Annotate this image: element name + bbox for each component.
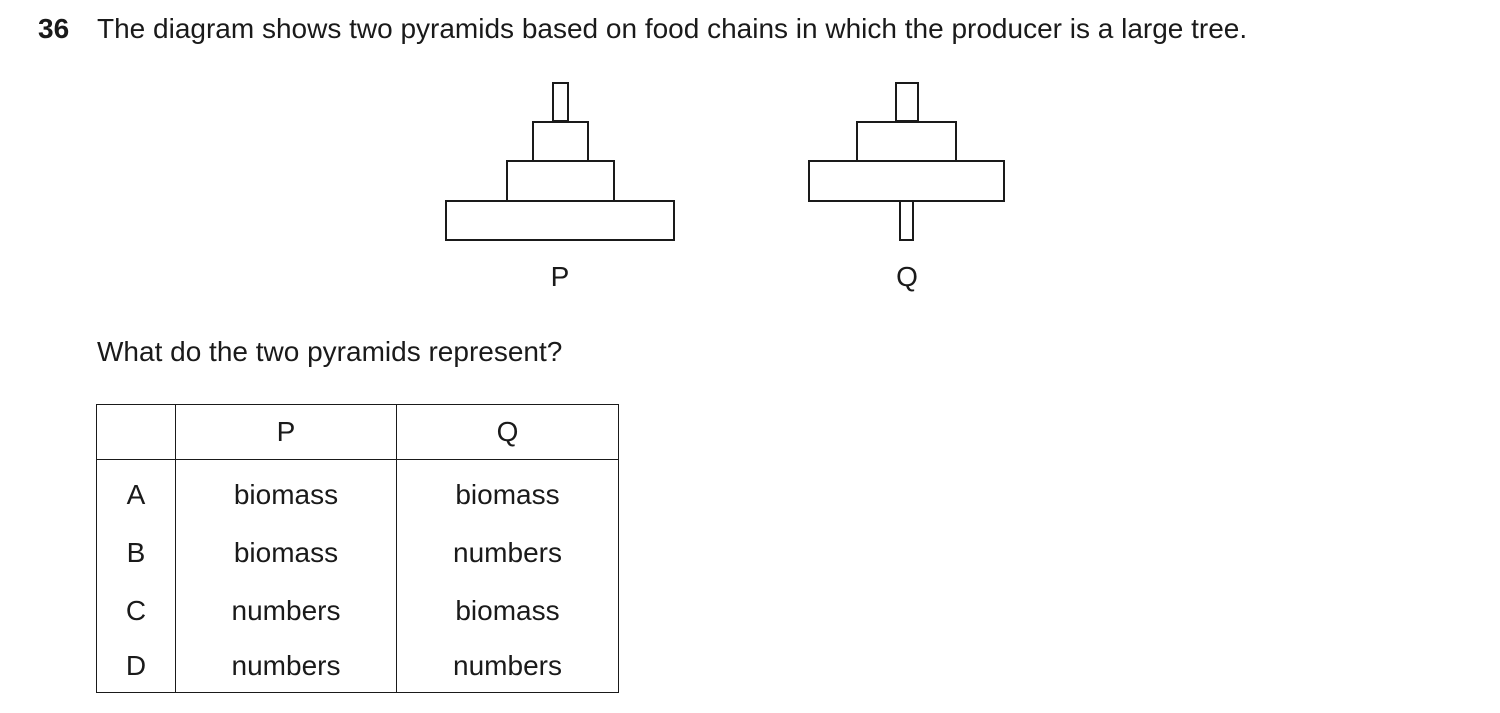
pyramid-p-level-2 bbox=[506, 160, 615, 202]
header-cell-p: P bbox=[175, 404, 397, 460]
table-header-row: P Q bbox=[96, 404, 619, 460]
option-p-value: numbers bbox=[175, 582, 397, 640]
option-q-value: biomass bbox=[396, 582, 619, 640]
pyramid-p-level-3 bbox=[532, 121, 589, 162]
pyramid-p bbox=[445, 82, 675, 241]
pyramid-q-level-3 bbox=[856, 121, 957, 162]
pyramid-p-level-1 bbox=[445, 200, 675, 241]
pyramid-q-label: Q bbox=[896, 261, 918, 292]
pyramid-q-level-4 bbox=[895, 82, 919, 122]
pyramid-q bbox=[808, 82, 1005, 241]
option-letter: C bbox=[96, 582, 176, 640]
option-letter: B bbox=[96, 524, 176, 582]
table-row-a[interactable]: A biomass biomass bbox=[96, 459, 619, 524]
question-number: 36 bbox=[38, 13, 70, 44]
pyramid-p-label: P bbox=[550, 261, 570, 292]
table-row-c[interactable]: C numbers biomass bbox=[96, 582, 619, 640]
pyramid-diagram bbox=[445, 82, 1005, 241]
option-p-value: biomass bbox=[175, 459, 397, 524]
question-stem: The diagram shows two pyramids based on … bbox=[97, 13, 1248, 44]
option-p-value: numbers bbox=[175, 640, 397, 693]
header-cell-q: Q bbox=[396, 404, 619, 460]
option-q-value: numbers bbox=[396, 524, 619, 582]
answer-table: P Q A biomass biomass B biomass numbers … bbox=[96, 404, 619, 693]
pyramid-q-level-2 bbox=[808, 160, 1005, 202]
pyramid-q-level-1 bbox=[899, 200, 914, 241]
option-p-value: biomass bbox=[175, 524, 397, 582]
option-q-value: biomass bbox=[396, 459, 619, 524]
table-row-d[interactable]: D numbers numbers bbox=[96, 640, 619, 693]
option-q-value: numbers bbox=[396, 640, 619, 693]
question-prompt: What do the two pyramids represent? bbox=[97, 336, 563, 367]
header-cell-blank bbox=[96, 404, 176, 460]
option-letter: D bbox=[96, 640, 176, 693]
table-row-b[interactable]: B biomass numbers bbox=[96, 524, 619, 582]
option-letter: A bbox=[96, 459, 176, 524]
pyramid-p-level-4 bbox=[552, 82, 569, 122]
